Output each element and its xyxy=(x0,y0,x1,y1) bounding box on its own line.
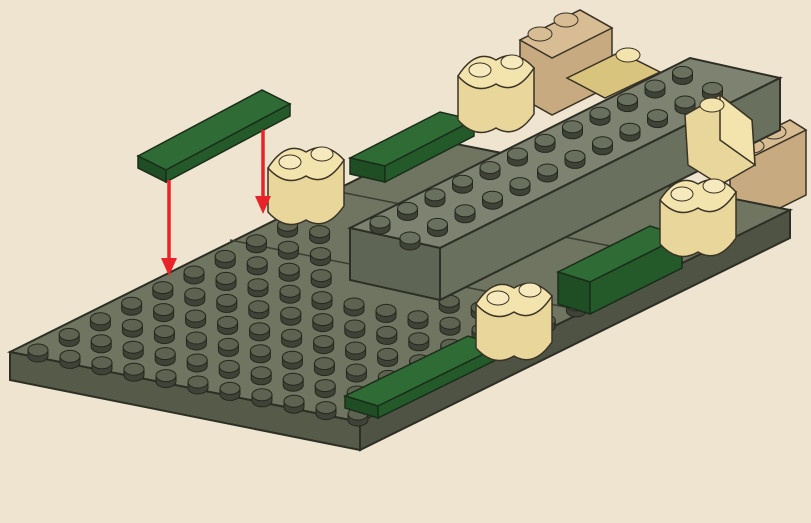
stud-top xyxy=(123,341,143,353)
stud-top xyxy=(312,292,332,304)
stud-top xyxy=(376,304,396,316)
tan-round-brick xyxy=(458,55,534,133)
stud-top xyxy=(153,282,173,294)
stud-top xyxy=(673,66,693,78)
stud-top xyxy=(184,266,204,278)
stud-top xyxy=(248,279,268,291)
stud-top xyxy=(428,218,448,230)
stud-top xyxy=(618,94,638,106)
stud-top xyxy=(400,232,420,244)
stud-top xyxy=(703,82,723,94)
stud-top xyxy=(154,304,174,316)
stud-top xyxy=(311,270,331,282)
stud-top xyxy=(315,380,335,392)
tan-round-brick xyxy=(476,283,552,361)
stud-top xyxy=(316,402,336,414)
stud-top xyxy=(345,320,365,332)
stud-top xyxy=(538,164,558,176)
stud-top xyxy=(188,376,208,388)
stud-top xyxy=(278,241,298,253)
stud-top xyxy=(510,178,530,190)
stud-top xyxy=(344,298,364,310)
stud-top xyxy=(648,110,668,122)
stud-top xyxy=(280,285,300,297)
stud-top xyxy=(91,335,111,347)
stud-top xyxy=(370,216,390,228)
stud-top xyxy=(186,332,206,344)
stud-top xyxy=(313,314,333,326)
stud-top xyxy=(122,319,142,331)
stud-top xyxy=(284,395,304,407)
stud-top xyxy=(156,370,176,382)
stud-top xyxy=(186,310,206,322)
stud-top xyxy=(453,175,473,187)
stud-top xyxy=(508,148,528,160)
stud-top xyxy=(310,248,330,260)
stud-top xyxy=(249,301,269,313)
stud-top xyxy=(314,358,334,370)
stud-top xyxy=(28,344,48,356)
stud-top xyxy=(154,326,174,338)
stud-top xyxy=(310,226,330,238)
stud-top xyxy=(216,272,236,284)
stud-top xyxy=(279,263,299,275)
stud-top xyxy=(187,354,207,366)
stud-top xyxy=(217,294,237,306)
stud-top xyxy=(218,338,238,350)
tan-round-brick xyxy=(660,179,736,257)
stud-top xyxy=(398,202,418,214)
stud-top xyxy=(563,121,583,133)
stud-top xyxy=(620,123,640,135)
stud-top xyxy=(246,235,266,247)
stud-top xyxy=(346,342,366,354)
stud-top xyxy=(92,357,112,369)
stud-top xyxy=(455,205,475,217)
stud-top xyxy=(220,382,240,394)
stud-top xyxy=(593,137,613,149)
stud-top xyxy=(247,257,267,269)
stud-top xyxy=(535,134,555,146)
stud-top xyxy=(378,348,398,360)
stud-top xyxy=(219,360,239,372)
stud-top xyxy=(281,307,301,319)
stud-top xyxy=(283,373,303,385)
stud-top xyxy=(408,311,428,323)
stud-top xyxy=(90,313,110,325)
stud-top xyxy=(250,345,270,357)
stud-top xyxy=(440,317,460,329)
stud-top xyxy=(215,250,235,262)
stud-top xyxy=(483,191,503,203)
stud-top xyxy=(314,336,334,348)
stud-top xyxy=(122,297,142,309)
stud-top xyxy=(346,364,366,376)
stud-top xyxy=(565,150,585,162)
stud-top xyxy=(60,350,80,362)
stud-top xyxy=(377,326,397,338)
stud-top xyxy=(250,323,270,335)
stud-top xyxy=(218,316,238,328)
stud-top xyxy=(155,348,175,360)
stud-top xyxy=(282,329,302,341)
stud-top xyxy=(645,80,665,92)
stud-top xyxy=(124,363,144,375)
tan-round-brick xyxy=(268,147,344,225)
stud-top xyxy=(185,288,205,300)
stud-top xyxy=(675,96,695,108)
stud-top xyxy=(251,367,271,379)
stud-top xyxy=(425,189,445,201)
stud-top xyxy=(282,351,302,363)
stud-top xyxy=(590,107,610,119)
stud-top xyxy=(252,389,272,401)
stud-top xyxy=(409,333,429,345)
stud-top xyxy=(59,328,79,340)
stud-top xyxy=(480,162,500,174)
